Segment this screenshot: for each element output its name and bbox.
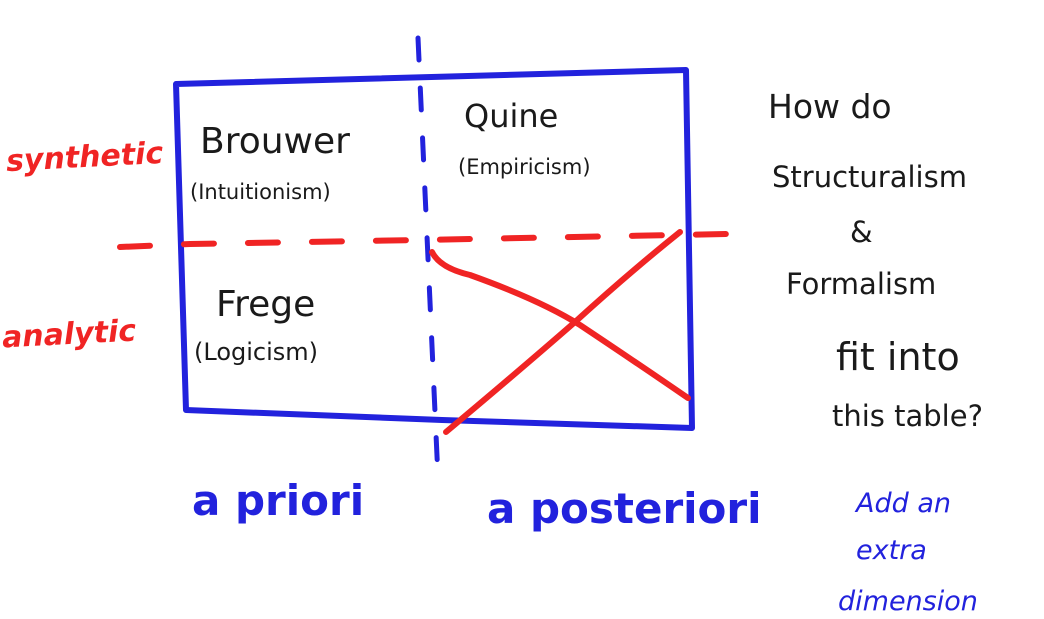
- column-divider-dashed-line: [415, 35, 441, 481]
- cell-brouwer-school: (Intuitionism): [190, 180, 331, 204]
- question-line-5: fit into: [836, 335, 960, 379]
- question-line-2: Structuralism: [772, 160, 967, 194]
- column-label-a-priori: a priori: [192, 476, 365, 525]
- row-label-analytic: analytic: [1, 313, 137, 356]
- cell-brouwer-name: Brouwer: [200, 121, 350, 162]
- cell-frege-school: (Logicism): [194, 338, 319, 366]
- note-line-3: dimension: [838, 586, 978, 617]
- note-line-2: extra: [856, 535, 927, 566]
- cell-quine-name: Quine: [464, 97, 559, 135]
- cross-out-stroke-1: [429, 249, 691, 401]
- question-line-1: How do: [768, 87, 892, 126]
- cross-out-stroke-2: [443, 229, 683, 435]
- cell-frege-name: Frege: [216, 284, 316, 325]
- column-label-a-posteriori: a posteriori: [487, 484, 762, 533]
- table-outline: [173, 67, 695, 431]
- cell-quine-school: (Empiricism): [458, 155, 591, 179]
- row-label-synthetic: synthetic: [5, 135, 165, 180]
- question-line-3: &: [850, 215, 873, 249]
- row-divider-dashed-line: [117, 231, 729, 250]
- question-line-4: Formalism: [786, 267, 937, 301]
- note-line-1: Add an: [856, 488, 951, 519]
- question-line-6: this table?: [832, 399, 983, 433]
